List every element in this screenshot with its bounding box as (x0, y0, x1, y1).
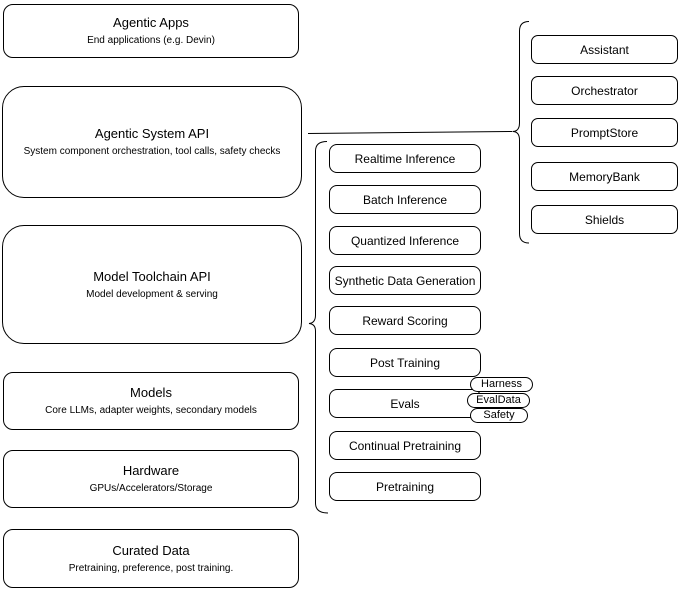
box-realtime-inference: Realtime Inference (329, 144, 481, 173)
box-subtitle: Pretraining, preference, post training. (68, 562, 234, 574)
box-subtitle: GPUs/Accelerators/Storage (89, 483, 213, 494)
box-promptstore: PromptStore (531, 118, 678, 147)
box-curated-data: Curated Data Pretraining, preference, po… (3, 529, 299, 588)
box-agentic-apps: Agentic Apps End applications (e.g. Devi… (3, 4, 299, 58)
box-title: Models (130, 385, 172, 400)
box-continual-pretraining: Continual Pretraining (329, 431, 481, 460)
box-subtitle: Core LLMs, adapter weights, secondary mo… (45, 405, 257, 416)
box-shields: Shields (531, 205, 678, 234)
box-quantized-inference: Quantized Inference (329, 226, 481, 255)
box-model-toolchain-api: Model Toolchain API Model development & … (2, 225, 302, 344)
box-reward-scoring: Reward Scoring (329, 306, 481, 335)
box-post-training: Post Training (329, 348, 481, 377)
box-memorybank: MemoryBank (531, 162, 678, 191)
box-pretraining: Pretraining (329, 472, 481, 501)
box-assistant: Assistant (531, 35, 678, 64)
system-components-brace (512, 21, 530, 244)
pill-harness: Harness (470, 377, 533, 392)
box-title: Model Toolchain API (93, 268, 211, 284)
system-api-connector-line (307, 131, 513, 134)
toolchain-brace (308, 141, 329, 514)
box-title: Curated Data (112, 542, 190, 558)
box-title: Hardware (122, 463, 180, 478)
box-subtitle: Model development & serving (86, 288, 218, 300)
box-synthetic-data-generation: Synthetic Data Generation (329, 266, 481, 295)
box-models: Models Core LLMs, adapter weights, secon… (3, 372, 299, 430)
box-batch-inference: Batch Inference (329, 185, 481, 214)
box-hardware: Hardware GPUs/Accelerators/Storage (3, 450, 299, 508)
box-title: Agentic System API (94, 126, 210, 141)
pill-evaldata: EvalData (467, 393, 530, 408)
box-evals: Evals (329, 389, 481, 418)
box-orchestrator: Orchestrator (531, 76, 678, 105)
pill-safety: Safety (470, 408, 528, 423)
box-title: Agentic Apps (113, 15, 189, 30)
box-subtitle: End applications (e.g. Devin) (87, 35, 215, 46)
box-subtitle: System component orchestration, tool cal… (23, 146, 281, 157)
box-agentic-system-api: Agentic System API System component orch… (2, 86, 302, 198)
